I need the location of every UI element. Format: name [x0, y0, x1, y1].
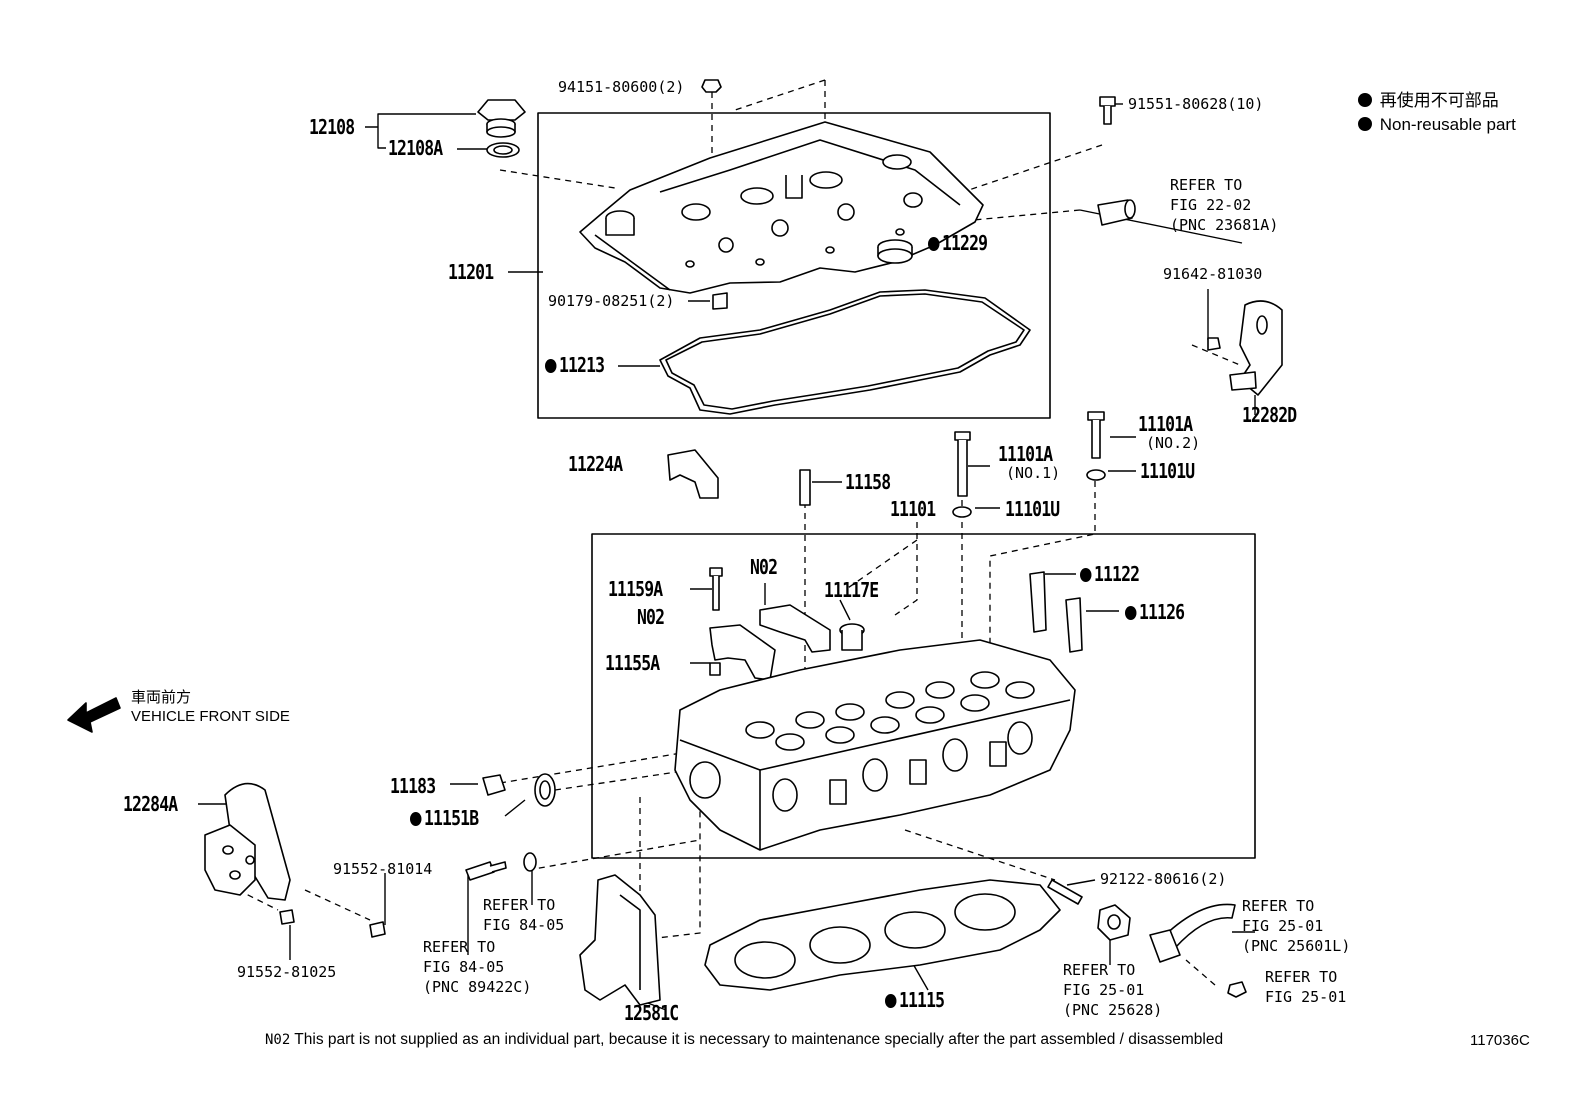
non-reusable-dot-icon: [1080, 568, 1092, 582]
direction-en: VEHICLE FRONT SIDE: [131, 708, 290, 725]
part-label-nonreusable: 11122: [1080, 564, 1140, 584]
exhaust-gasket: [1097, 904, 1131, 941]
part-label: 11101U: [1005, 497, 1060, 521]
part-label: 11101U: [1140, 459, 1195, 483]
head-bolt-no1: [952, 431, 972, 518]
part-label: 12282D: [1242, 403, 1297, 427]
temperature-sensor: [465, 861, 507, 881]
non-reusable-dot-icon: [410, 812, 422, 826]
legend-english: Non-reusable part: [1358, 116, 1516, 133]
refer-to-note: REFER TO FIG 25-01 (PNC 25601L): [1242, 897, 1351, 955]
part-label: 11159A: [608, 577, 663, 601]
vehicle-front-arrow: [67, 697, 121, 733]
nut: [1227, 981, 1247, 998]
refer-to-note: REFER TO FIG 22-02 (PNC 23681A): [1170, 176, 1279, 234]
part-label: 91552-81025: [237, 963, 337, 981]
part-label: 11117E: [824, 578, 879, 602]
part-label: 11201: [448, 260, 494, 284]
cylinder-head: [674, 639, 1076, 851]
stud-bolt: [799, 469, 811, 506]
part-label-nonreusable: 11229: [928, 233, 988, 253]
grommet: [877, 239, 913, 264]
refer-to-note: REFER TO FIG 84-05 (PNC 89422C): [423, 938, 532, 996]
legend-japanese: 再使用不可部品: [1358, 92, 1499, 109]
part-label: 12108: [309, 115, 355, 139]
part-label: 12108A: [388, 136, 443, 160]
cam-cap-bolt: [709, 567, 723, 611]
head-bolt-no2: [1086, 411, 1106, 481]
engine-hanger-rear: [1229, 300, 1283, 396]
part-label-nonreusable: 11151B: [410, 808, 479, 828]
refer-to-note: REFER TO FIG 25-01 (PNC 25628): [1063, 961, 1163, 1019]
valve-cover: [579, 121, 984, 294]
direction-jp: 車両前方: [131, 689, 192, 706]
part-label-nonreusable: 11126: [1125, 602, 1185, 622]
part-label-nonreusable: 11115: [885, 990, 945, 1010]
breather-plug: [1097, 199, 1136, 226]
part-label: 12581C: [624, 1001, 679, 1025]
part-sublabel: (NO.2): [1146, 434, 1201, 452]
non-reusable-dot-icon: [1358, 93, 1372, 107]
stud-bolt: [1047, 879, 1083, 905]
part-label: 11101A: [998, 442, 1053, 466]
oil-filler-cap: [477, 99, 526, 138]
valve-cover-gasket: [659, 289, 1031, 415]
part-label: 94151-80600(2): [558, 78, 685, 96]
non-reusable-dot-icon: [885, 994, 897, 1008]
part-label: 11158: [845, 470, 891, 494]
part-label: 11155A: [605, 651, 660, 675]
footer-note-text: This part is not supplied as an individu…: [294, 1031, 1224, 1048]
cylinder-head-gasket: [704, 879, 1061, 991]
bolt: [1207, 337, 1221, 351]
refer-to-note: REFER TO FIG 84-05: [483, 896, 565, 934]
camshaft-bearing-cap: [709, 604, 831, 681]
part-label: 11224A: [568, 452, 623, 476]
part-label: N02: [637, 605, 665, 629]
part-label: 91642-81030: [1163, 265, 1263, 283]
part-label: 91551-80628(10): [1128, 95, 1264, 113]
knock-pin: [709, 662, 721, 676]
nut: [701, 79, 722, 93]
footer-note: N02 This part is not supplied as an indi…: [265, 1032, 1223, 1048]
part-label: 11183: [390, 774, 436, 798]
non-reusable-dot-icon: [545, 359, 557, 373]
plug-small: [482, 774, 506, 796]
cylinder-head-group-box: [591, 533, 1256, 859]
valve-guide: [1029, 571, 1083, 653]
part-label: 11101A: [1138, 412, 1193, 436]
valve-cover-group-box: [537, 112, 1051, 419]
non-reusable-dot-icon: [1358, 117, 1372, 131]
camshaft-oil-seal: [534, 773, 556, 807]
bolt: [279, 909, 386, 938]
figure-code: 117036C: [1470, 1032, 1530, 1049]
part-label: 92122-80616(2): [1100, 870, 1227, 888]
oil-filler-gasket: [486, 142, 520, 158]
clip: [712, 292, 728, 310]
plug: [839, 623, 865, 651]
part-label: N02: [750, 555, 778, 579]
engine-hanger-front: [204, 782, 291, 901]
timing-chain-cover-plate: [579, 874, 661, 1006]
part-label: 90179-08251(2): [548, 292, 675, 310]
part-label-nonreusable: 11213: [545, 355, 605, 375]
part-sublabel: (NO.1): [1006, 464, 1061, 482]
camshaft-bearing-cap-rear: [667, 449, 719, 499]
footer-note-code: N02: [265, 1032, 291, 1048]
part-label: 91552-81014: [333, 860, 433, 878]
non-reusable-dot-icon: [928, 237, 940, 251]
gasket-ring: [523, 852, 537, 872]
refer-to-note: REFER TO FIG 25-01: [1265, 968, 1347, 1006]
non-reusable-dot-icon: [1125, 606, 1137, 620]
part-label: 11101: [890, 497, 936, 521]
part-label: 12284A: [123, 792, 178, 816]
bolt: [1099, 96, 1116, 125]
egr-pipe: [1149, 903, 1236, 963]
